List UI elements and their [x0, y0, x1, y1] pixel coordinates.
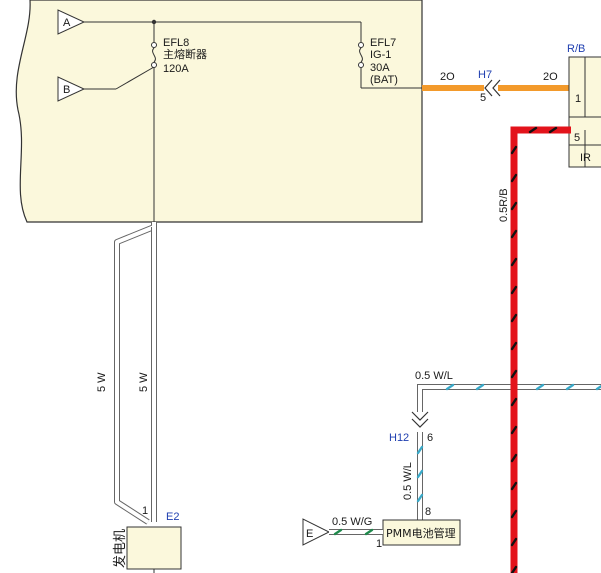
red-black-stripe	[510, 145, 518, 155]
efl8-rating: 120A	[163, 63, 189, 75]
red-black-stripe	[510, 369, 518, 379]
pmm-pin-1: 1	[376, 538, 382, 550]
efl7-rating: 30A	[370, 62, 390, 74]
pmm-pin-8: 8	[425, 506, 431, 518]
white-blue-wire-label-vertical: 0.5 W/L	[402, 462, 414, 500]
fuse-efl7	[358, 22, 422, 89]
ground-e-label: E	[306, 528, 313, 540]
white-green-wire	[329, 528, 383, 536]
white-blue-stripe	[445, 383, 455, 391]
input-b-wire-diagonal	[115, 66, 155, 90]
red-black-stripe	[510, 481, 518, 491]
generator-cable	[114, 222, 157, 525]
efl8-id: EFL8	[163, 37, 189, 49]
white-blue-wire	[416, 383, 601, 520]
connector-h12-id: H12	[389, 432, 409, 444]
red-black-stripe	[510, 257, 518, 267]
generator-label: 发电机	[112, 529, 128, 568]
right-component-pin-5: 5	[574, 132, 580, 144]
efl7-source: (BAT)	[370, 74, 398, 86]
connector-h7-pin: 5	[480, 92, 486, 104]
fuse-efl8	[151, 22, 157, 222]
right-component	[568, 56, 601, 168]
generator-box	[126, 526, 182, 570]
white-blue-stripe	[565, 383, 575, 391]
right-component-header: R/B	[567, 43, 585, 55]
pmm-label: PMM电池管理	[386, 526, 456, 540]
white-green-stripe	[364, 528, 374, 536]
ground-e-terminal	[302, 518, 331, 546]
connector-e2-id: E2	[166, 511, 179, 523]
red-black-stripe	[510, 425, 518, 435]
white-blue-stripe	[416, 469, 424, 479]
connector-h12-pin: 6	[427, 432, 433, 444]
generator-pin: 1	[142, 505, 148, 517]
white-green-wire-label: 0.5 W/G	[332, 516, 372, 528]
white-green-stripe	[333, 528, 343, 536]
red-black-stripe	[548, 126, 558, 134]
red-black-stripe	[510, 285, 518, 295]
input-b-terminal	[57, 76, 86, 102]
red-black-wire	[510, 126, 571, 573]
red-black-stripe	[510, 397, 518, 407]
red-black-stripe	[510, 201, 518, 211]
red-black-stripe	[528, 126, 538, 134]
input-b-label: B	[63, 84, 70, 96]
input-a-label: A	[63, 17, 71, 29]
white-blue-stripe	[475, 383, 485, 391]
red-black-stripe	[510, 537, 518, 547]
fuse-box-outline	[15, 0, 423, 223]
red-black-stripe	[510, 229, 518, 239]
right-component-label: IR	[580, 152, 591, 164]
white-blue-stripe	[416, 493, 424, 503]
red-black-stripe	[510, 565, 518, 573]
wire-label-5w-right: 5 W	[138, 372, 150, 392]
red-black-stripe	[510, 453, 518, 463]
pmm-box	[382, 519, 461, 546]
right-component-pin-1: 1	[575, 93, 581, 105]
red-black-stripe	[510, 173, 518, 183]
efl8-name: 主熔断器	[163, 47, 207, 61]
orange-wire-label-left: 2O	[440, 71, 455, 83]
efl7-id: EFL7	[370, 37, 396, 49]
red-black-stripe	[510, 341, 518, 351]
input-a-terminal	[57, 9, 86, 35]
connector-h7-id: H7	[478, 69, 492, 81]
connector-h12	[411, 411, 429, 428]
red-black-stripe	[510, 313, 518, 323]
wire-label-5w-left: 5 W	[96, 372, 108, 392]
white-blue-stripe	[416, 445, 424, 455]
white-blue-stripe	[535, 383, 545, 391]
red-black-wire-label: 0.5R/B	[498, 188, 510, 222]
connector-h7	[484, 79, 501, 97]
white-blue-stripe	[595, 384, 601, 391]
efl7-name: IG-1	[370, 49, 391, 61]
red-black-stripe	[510, 509, 518, 519]
fuse-box: A B EFL8 主熔断器 120A EFL7 IG-1 30A	[15, 0, 423, 223]
orange-wire-label-right: 2O	[543, 71, 558, 83]
white-blue-wire-label-top: 0.5 W/L	[415, 370, 453, 382]
